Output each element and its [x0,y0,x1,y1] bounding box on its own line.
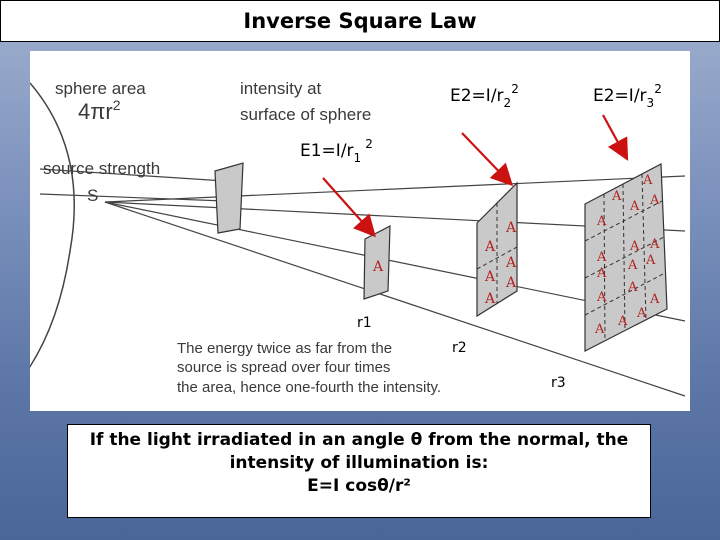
svg-text:A: A [596,290,607,305]
sphere-arc [30,82,75,368]
equation-e3: E2=I/r32 [593,82,662,110]
sphere-area-formula: 4πr2 [78,97,121,124]
svg-text:A: A [484,269,496,285]
svg-text:A: A [484,291,496,307]
distance-label-r1: r1 [357,315,372,331]
svg-text:A: A [649,193,660,208]
slide-title: Inverse Square Law [0,0,720,42]
distance-label-r2: r2 [452,340,467,356]
diagram-svg: A A A A A A A A A A A [30,79,686,397]
svg-text:A: A [596,266,607,281]
caption-line-1: If the light irradiated in an angle θ fr… [89,430,629,450]
svg-text:A: A [629,199,640,214]
area-symbols-r3: A A A A A A A A A A A A A A A A A [594,173,660,337]
svg-text:A: A [617,314,628,329]
svg-text:A: A [649,292,660,307]
sphere-patch [214,162,244,234]
arrow-e3 [602,114,629,161]
svg-text:A: A [642,173,653,188]
note-line-2: source is spread over four times [177,359,390,376]
intensity-label-line1: intensity at [240,79,322,98]
caption-box: If the light irradiated in an angle θ fr… [67,424,651,518]
arrow-e1 [322,177,376,238]
svg-text:A: A [505,275,517,291]
svg-text:A: A [611,189,622,204]
source-symbol: S [87,186,98,205]
svg-text:A: A [645,253,656,268]
svg-text:A: A [505,220,517,236]
pointer-arrows [322,114,629,238]
distance-label-r3: r3 [551,375,566,391]
caption-line-2: intensity of illumination is: [229,453,489,473]
svg-text:A: A [649,237,660,252]
svg-text:A: A [596,214,607,229]
equation-e1: E1=I/r12 [300,137,373,165]
svg-text:A: A [484,239,496,255]
intensity-label-line2: surface of sphere [240,105,371,124]
sphere-area-label: sphere area [55,79,146,98]
svg-text:A: A [627,258,638,273]
svg-text:A: A [627,280,638,295]
patch-r2 [476,181,518,318]
note-line-3: the area, hence one-fourth the intensity… [177,379,441,396]
note-line-1: The energy twice as far from the [177,340,392,357]
patch-r1 [363,224,391,300]
svg-text:A: A [636,306,647,321]
source-strength-label: source strength [43,159,160,178]
equation-e2: E2=I/r22 [450,82,519,110]
svg-text:A: A [629,239,640,254]
svg-text:A: A [594,322,605,337]
source-rays [39,168,686,397]
svg-text:A: A [505,255,517,271]
area-symbols-r2: A A A A A A [484,220,517,307]
inverse-square-diagram: A A A A A A A A A A A [30,51,690,411]
caption-line-3: E=I cosθ/r² [307,476,411,496]
arrow-e2 [461,132,514,187]
svg-text:A: A [596,250,607,265]
area-symbol-r1: A [372,259,384,275]
